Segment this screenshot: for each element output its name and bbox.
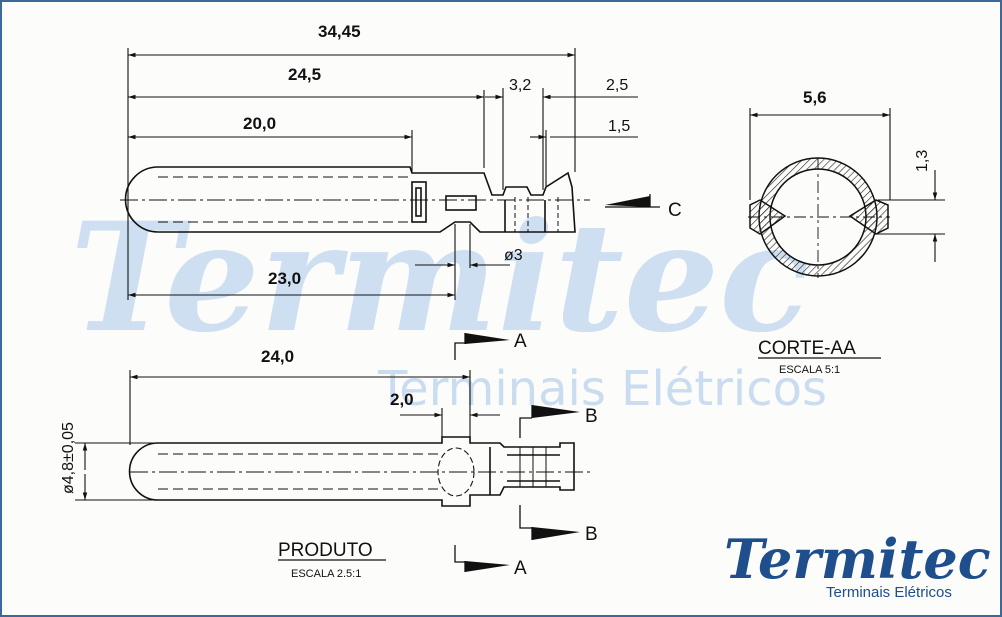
section-aa-dimension-lines [749, 108, 945, 262]
section-b-top-label: B [585, 406, 598, 427]
dim-2-0: 2,0 [390, 390, 414, 409]
top-view-outline [120, 166, 590, 233]
section-b-bottom-marker [519, 505, 580, 540]
dim-24-5: 24,5 [288, 65, 321, 84]
section-c-label: C [668, 200, 682, 221]
section-b-top-marker [519, 405, 580, 438]
dim-section-height: 1,3 [914, 150, 931, 172]
termitec-logo: Termitec Terminais Elétricos [724, 527, 991, 601]
section-c-indicator [605, 194, 660, 208]
dim-1-5: 1,5 [608, 118, 630, 135]
section-aa-scale: ESCALA 5:1 [779, 364, 840, 376]
top-view-dimension-lines [127, 48, 638, 300]
dim-diameter: ø4,8±0,05 [60, 422, 77, 494]
section-aa-drawing [748, 157, 890, 278]
dim-hole-diameter: ø3 [504, 247, 523, 264]
side-view-outline [128, 436, 590, 507]
section-a-top-label: A [514, 331, 527, 352]
section-b-bottom-label: B [585, 524, 598, 545]
dim-24-0: 24,0 [261, 347, 294, 366]
watermark-subtitle: Terminais Elétricos [377, 361, 827, 417]
watermark-title: Termitec [70, 190, 811, 366]
dim-20-0: 20,0 [243, 114, 276, 133]
dim-3-2: 3,2 [509, 77, 531, 94]
logo-subtitle: Terminais Elétricos [826, 584, 952, 601]
dim-section-width: 5,6 [803, 88, 827, 107]
section-a-bottom-label: A [514, 558, 527, 579]
logo-title: Termitec [724, 527, 991, 591]
product-title: PRODUTO [278, 540, 373, 561]
dim-23-0: 23,0 [268, 269, 301, 288]
dim-2-5: 2,5 [606, 77, 628, 94]
dim-overall-length: 34,45 [318, 22, 361, 41]
product-scale: ESCALA 2.5:1 [291, 568, 361, 580]
side-view-dimension-lines [75, 370, 500, 501]
section-a-top-marker [454, 333, 510, 360]
section-a-bottom-marker [454, 545, 510, 572]
section-aa-title: CORTE-AA [758, 338, 856, 359]
